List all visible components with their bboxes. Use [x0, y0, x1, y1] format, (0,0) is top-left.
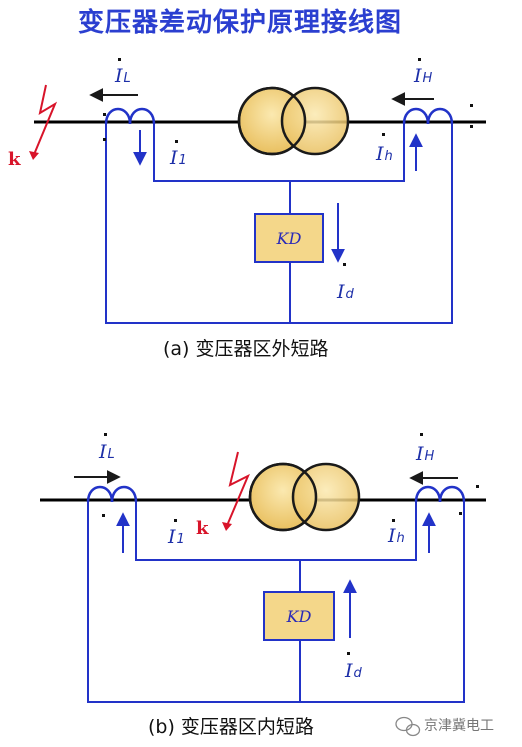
label-I1-a: I1: [169, 147, 187, 169]
ct-right-a: [402, 107, 454, 125]
relay-kd-a: [254, 213, 324, 263]
relay-kd-b: [263, 591, 335, 641]
polarity-dots-a: [103, 58, 473, 266]
caption-b: (b) 变压器区内短路: [148, 716, 314, 738]
wechat-icon: [395, 716, 421, 737]
fault-label-b: k: [196, 518, 209, 539]
label-Id-b: Id: [344, 660, 363, 682]
secondary-wiring-b: [87, 502, 465, 703]
relay-label-a: KD: [276, 229, 302, 248]
diagram-a: KD IL IH I1 Ih Id k (a) 变压器区外短路: [8, 58, 486, 360]
polarity-dots-b: [102, 433, 479, 655]
label-IH-a: IH: [413, 65, 433, 87]
lightning-icon-b: [225, 451, 250, 529]
relay-label-b: KD: [286, 607, 312, 626]
label-I1-b: I1: [167, 526, 185, 548]
label-Ih-b: Ih: [387, 525, 405, 547]
watermark: 京津冀电工: [395, 716, 494, 737]
label-IH-b: IH: [415, 443, 435, 465]
ct-left-a: [104, 107, 156, 125]
label-IL-b: IL: [98, 441, 115, 463]
ct-right-b: [414, 485, 466, 503]
ct-left-b: [86, 485, 138, 503]
watermark-text: 京津冀电工: [424, 718, 494, 734]
secondary-wiring-a: [105, 124, 453, 324]
lightning-icon-a: [32, 84, 58, 158]
caption-a: (a) 变压器区外短路: [163, 338, 329, 360]
label-Ih-a: Ih: [375, 143, 393, 165]
diagram-b: KD IL IH I1 Ih Id k (b) 变压器区内短路: [40, 433, 486, 738]
label-Id-a: Id: [336, 281, 355, 303]
page-title: 变压器差动保护原理接线图: [77, 8, 402, 38]
fault-label-a: k: [8, 149, 21, 170]
transformer-b: [248, 462, 361, 532]
label-IL-a: IL: [114, 65, 131, 87]
transformer-a: [237, 86, 350, 156]
